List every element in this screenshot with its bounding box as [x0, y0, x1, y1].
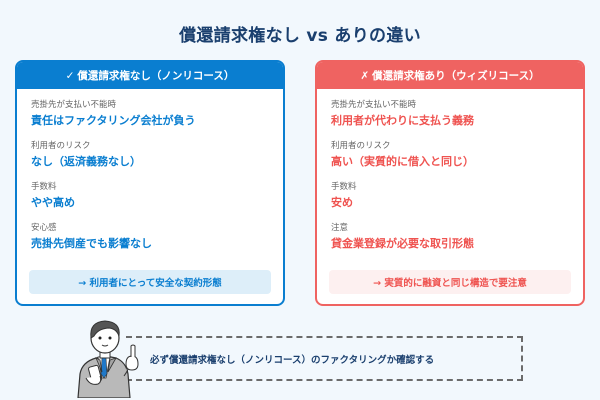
card-header-label: 償還請求権あり（ウィズリコース） — [372, 70, 540, 82]
with-recourse-card: ✗ 償還請求権あり（ウィズリコース） 売掛先が支払い不能時 利用者が代わりに支払… — [315, 60, 585, 306]
cross-icon: ✗ — [360, 69, 370, 82]
row-value: やや高め — [31, 196, 75, 209]
card-row: 手数料 やや高め — [31, 181, 269, 211]
card-row: 手数料 安め — [331, 181, 569, 211]
row-label: 売掛先が支払い不能時 — [31, 100, 117, 110]
row-value: 貸金業登録が必要な取引形態 — [331, 237, 474, 250]
non-recourse-card: ✓ 償還請求権なし（ノンリコース） 売掛先が支払い不能時 責任はファクタリング会… — [15, 60, 285, 306]
row-label: 利用者のリスク — [31, 141, 91, 151]
check-icon: ✓ — [65, 69, 75, 82]
row-label: 手数料 — [331, 182, 357, 192]
row-value: なし（返済義務なし） — [31, 155, 141, 168]
card-note: → 利用者にとって安全な契約形態 — [29, 270, 271, 294]
card-row: 利用者のリスク 高い（実質的に借入と同じ） — [331, 140, 569, 170]
row-value: 売掛先倒産でも影響なし — [31, 237, 152, 250]
row-label: 利用者のリスク — [331, 141, 391, 151]
card-row: 売掛先が支払い不能時 責任はファクタリング会社が負う — [31, 99, 269, 129]
card-row: 利用者のリスク なし（返済義務なし） — [31, 140, 269, 170]
row-value: 利用者が代わりに支払う義務 — [331, 114, 474, 127]
row-value: 高い（実質的に借入と同じ） — [331, 155, 474, 168]
page-title: 償還請求権なし vs ありの違い — [179, 26, 421, 46]
row-value: 責任はファクタリング会社が負う — [31, 114, 196, 127]
card-row: 注意 貸金業登録が必要な取引形態 — [331, 222, 569, 252]
row-label: 注意 — [331, 223, 349, 233]
businessman-pointing-illustration — [72, 316, 144, 399]
card-header: ✗ 償還請求権あり（ウィズリコース） — [317, 62, 583, 89]
card-note: → 実質的に融資と同じ構造で要注意 — [329, 270, 571, 294]
row-label: 安心感 — [31, 223, 57, 233]
card-row: 売掛先が支払い不能時 利用者が代わりに支払う義務 — [331, 99, 569, 129]
advice-callout: 必ず償還請求権なし（ノンリコース）のファクタリングか確認する — [126, 336, 523, 381]
row-label: 売掛先が支払い不能時 — [331, 100, 417, 110]
card-header: ✓ 償還請求権なし（ノンリコース） — [17, 62, 283, 89]
card-header-label: 償還請求権なし（ノンリコース） — [77, 70, 235, 82]
row-label: 手数料 — [31, 182, 57, 192]
callout-text: 必ず償還請求権なし（ノンリコース）のファクタリングか確認する — [150, 354, 435, 366]
card-row: 安心感 売掛先倒産でも影響なし — [31, 222, 269, 252]
row-value: 安め — [331, 196, 353, 209]
